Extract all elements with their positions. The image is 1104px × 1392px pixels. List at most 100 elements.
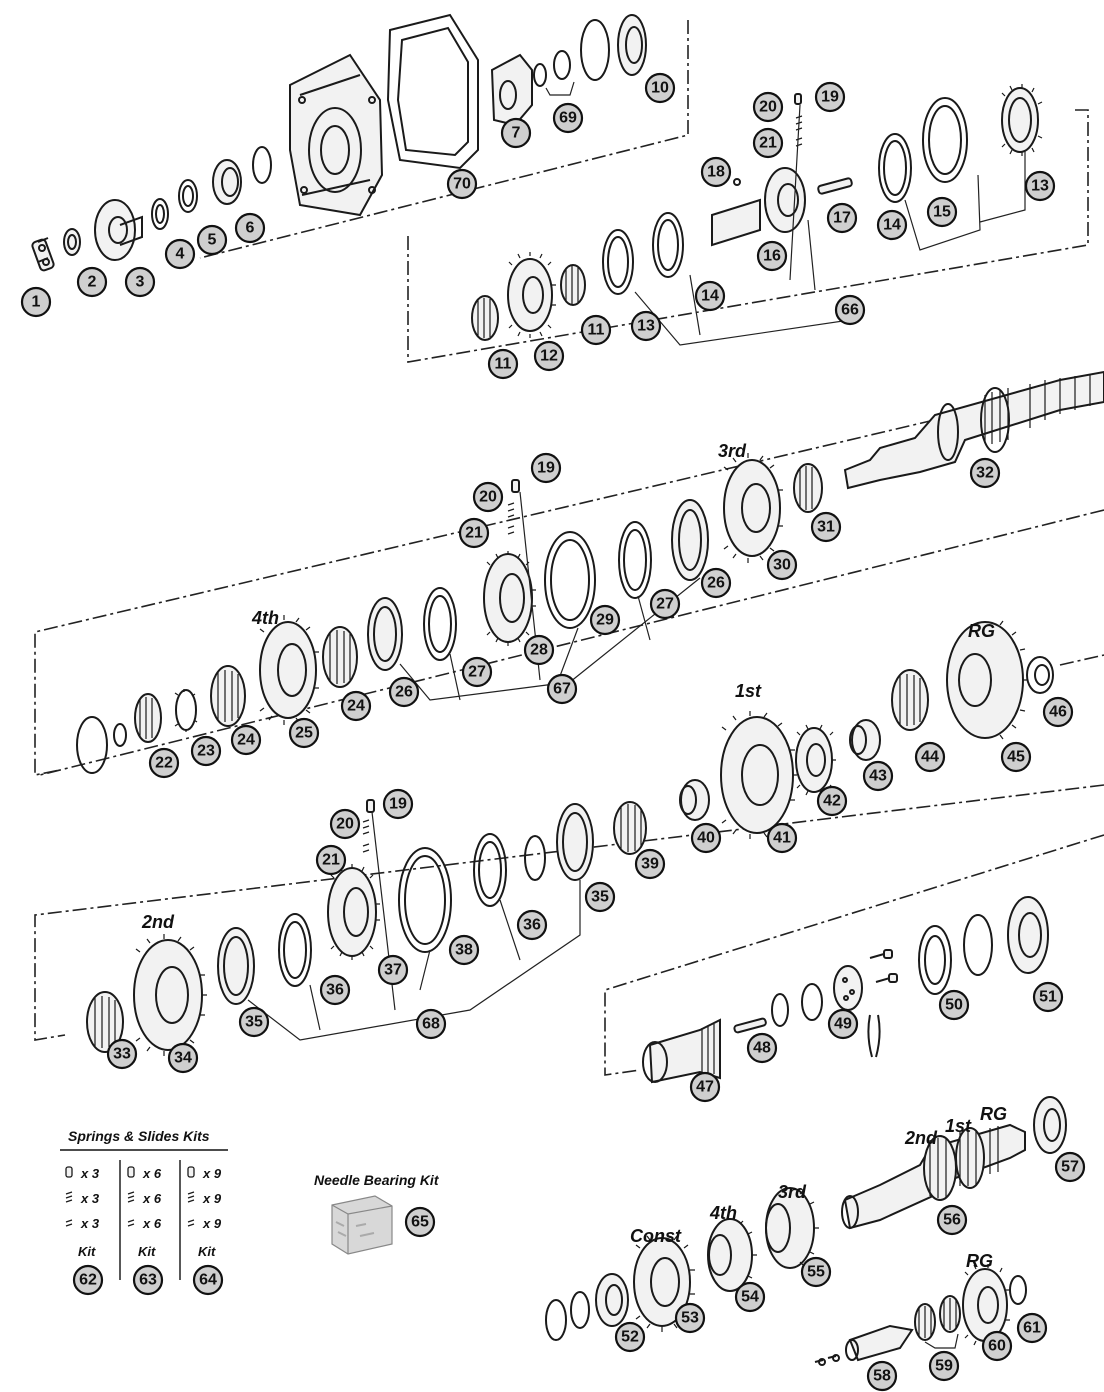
callout-7[interactable]: 7 (500, 117, 532, 149)
callout-3[interactable]: 3 (124, 266, 156, 298)
callout-22[interactable]: 22 (148, 747, 180, 779)
callout-39[interactable]: 39 (634, 848, 666, 880)
callout-23[interactable]: 23 (190, 735, 222, 767)
callout-37[interactable]: 37 (377, 954, 409, 986)
svg-text:37: 37 (384, 962, 402, 979)
svg-text:16: 16 (763, 248, 781, 265)
callout-21[interactable]: 21 (315, 844, 347, 876)
svg-text:14: 14 (701, 288, 719, 305)
callout-67[interactable]: 67 (546, 673, 578, 705)
callout-25[interactable]: 25 (288, 717, 320, 749)
callout-4[interactable]: 4 (164, 238, 196, 270)
callout-44[interactable]: 44 (914, 741, 946, 773)
svg-text:35: 35 (245, 1014, 263, 1031)
callout-48[interactable]: 48 (746, 1032, 778, 1064)
svg-text:21: 21 (465, 525, 483, 542)
callout-59[interactable]: 59 (928, 1350, 960, 1382)
callout-15[interactable]: 15 (926, 196, 958, 228)
callout-62[interactable]: 62 (72, 1264, 104, 1296)
callout-27[interactable]: 27 (461, 656, 493, 688)
callout-1[interactable]: 1 (20, 286, 52, 318)
callout-14[interactable]: 14 (694, 280, 726, 312)
callout-12[interactable]: 12 (533, 340, 565, 372)
callout-24[interactable]: 24 (340, 690, 372, 722)
callout-49[interactable]: 49 (827, 1008, 859, 1040)
callout-65[interactable]: 65 (404, 1206, 436, 1238)
svg-text:51: 51 (1039, 989, 1057, 1006)
callout-32[interactable]: 32 (969, 457, 1001, 489)
callout-2[interactable]: 2 (76, 266, 108, 298)
callout-55[interactable]: 55 (800, 1256, 832, 1288)
callout-19[interactable]: 19 (814, 81, 846, 113)
callout-50[interactable]: 50 (938, 989, 970, 1021)
callout-45[interactable]: 45 (1000, 741, 1032, 773)
callout-18[interactable]: 18 (700, 156, 732, 188)
svg-text:26: 26 (395, 684, 413, 701)
callout-24[interactable]: 24 (230, 724, 262, 756)
callout-34[interactable]: 34 (167, 1042, 199, 1074)
svg-text:60: 60 (988, 1338, 1006, 1355)
kit63-qty-spring-small: x 6 (142, 1216, 162, 1231)
callout-21[interactable]: 21 (458, 517, 490, 549)
callout-54[interactable]: 54 (734, 1281, 766, 1313)
callout-11[interactable]: 11 (580, 314, 612, 346)
first-second-group (86, 620, 1054, 1056)
callout-58[interactable]: 58 (866, 1360, 898, 1392)
callout-38[interactable]: 38 (448, 934, 480, 966)
callout-26[interactable]: 26 (700, 567, 732, 599)
callout-36[interactable]: 36 (319, 974, 351, 1006)
callout-53[interactable]: 53 (674, 1302, 706, 1334)
callout-28[interactable]: 28 (523, 634, 555, 666)
kit62-label: Kit (78, 1244, 96, 1259)
callout-27[interactable]: 27 (649, 588, 681, 620)
callout-66[interactable]: 66 (834, 294, 866, 326)
callout-20[interactable]: 20 (329, 808, 361, 840)
callout-30[interactable]: 30 (766, 549, 798, 581)
callout-69[interactable]: 69 (552, 102, 584, 134)
callout-63[interactable]: 63 (132, 1264, 164, 1296)
svg-text:45: 45 (1007, 749, 1025, 766)
slide-icon (127, 1166, 135, 1178)
callout-60[interactable]: 60 (981, 1330, 1013, 1362)
callout-70[interactable]: 70 (446, 168, 478, 200)
callout-11[interactable]: 11 (487, 348, 519, 380)
callout-35[interactable]: 35 (584, 881, 616, 913)
callout-46[interactable]: 46 (1042, 696, 1074, 728)
callout-19[interactable]: 19 (382, 788, 414, 820)
callout-19[interactable]: 19 (530, 452, 562, 484)
callout-47[interactable]: 47 (689, 1071, 721, 1103)
callout-13[interactable]: 13 (1024, 170, 1056, 202)
callout-51[interactable]: 51 (1032, 981, 1064, 1013)
callout-43[interactable]: 43 (862, 760, 894, 792)
callout-14[interactable]: 14 (876, 209, 908, 241)
callout-42[interactable]: 42 (816, 785, 848, 817)
callout-36[interactable]: 36 (516, 909, 548, 941)
callout-35[interactable]: 35 (238, 1006, 270, 1038)
callout-13[interactable]: 13 (630, 310, 662, 342)
callout-6[interactable]: 6 (234, 212, 266, 244)
callout-64[interactable]: 64 (192, 1264, 224, 1296)
svg-text:49: 49 (834, 1016, 852, 1033)
callout-26[interactable]: 26 (388, 676, 420, 708)
callout-61[interactable]: 61 (1016, 1312, 1048, 1344)
callout-68[interactable]: 68 (415, 1008, 447, 1040)
svg-text:12: 12 (540, 348, 558, 365)
callout-29[interactable]: 29 (589, 604, 621, 636)
callout-20[interactable]: 20 (752, 91, 784, 123)
callout-33[interactable]: 33 (106, 1038, 138, 1070)
svg-text:48: 48 (753, 1040, 771, 1057)
callout-21[interactable]: 21 (752, 127, 784, 159)
callout-10[interactable]: 10 (644, 72, 676, 104)
callout-52[interactable]: 52 (614, 1321, 646, 1353)
output-group (642, 896, 1049, 1084)
callout-31[interactable]: 31 (810, 511, 842, 543)
callout-17[interactable]: 17 (826, 202, 858, 234)
svg-text:55: 55 (807, 1264, 825, 1281)
callout-40[interactable]: 40 (690, 822, 722, 854)
callout-56[interactable]: 56 (936, 1204, 968, 1236)
callout-16[interactable]: 16 (756, 240, 788, 272)
callout-41[interactable]: 41 (766, 822, 798, 854)
callout-57[interactable]: 57 (1054, 1151, 1086, 1183)
callout-5[interactable]: 5 (196, 224, 228, 256)
callout-20[interactable]: 20 (472, 481, 504, 513)
